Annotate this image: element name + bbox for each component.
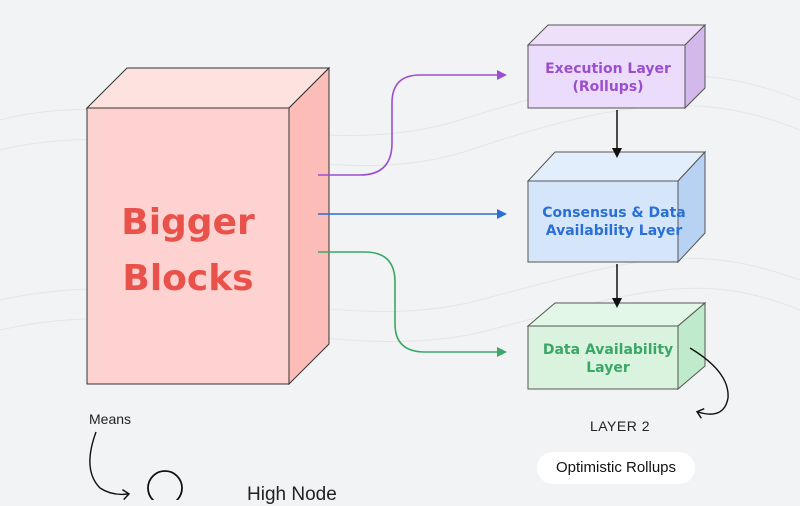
optimistic-rollups-pill: Optimistic Rollups	[537, 452, 695, 484]
execution-layer-label: Execution Layer (Rollups)	[528, 60, 688, 96]
means-arrow	[89, 431, 131, 500]
data-availability-line1: Data Availability	[542, 342, 674, 358]
means-label: Means	[89, 411, 132, 427]
execution-layer-box	[526, 23, 707, 110]
layer2-title: LAYER 2	[589, 418, 651, 434]
bigger-blocks-label: Bigger Blocks	[87, 195, 289, 307]
consensus-layer-label: Consensus & Data Availability Layer	[528, 204, 700, 240]
bigger-blocks-line2: Blocks	[122, 257, 254, 299]
arrow-to-layer2	[689, 347, 729, 419]
consensus-layer-line1: Consensus & Data	[542, 205, 686, 221]
arrow-to-execution	[318, 70, 507, 176]
consensus-layer-line2: Availability Layer	[545, 223, 683, 240]
data-availability-layer-label: Data Availability Layer	[528, 341, 688, 377]
execution-layer-line2: (Rollups)	[572, 79, 644, 96]
bigger-blocks-line1: Bigger	[121, 202, 255, 243]
high-node-label: High Node	[247, 484, 337, 505]
data-availability-line2: Layer	[586, 360, 630, 377]
data-availability-layer-box	[526, 301, 707, 391]
node-circle-icon	[147, 470, 183, 500]
execution-layer-line1: Execution Layer	[545, 61, 671, 77]
bigger-blocks-box	[85, 66, 331, 386]
arrow-to-data-availability	[318, 251, 507, 357]
consensus-layer-box	[526, 150, 707, 264]
